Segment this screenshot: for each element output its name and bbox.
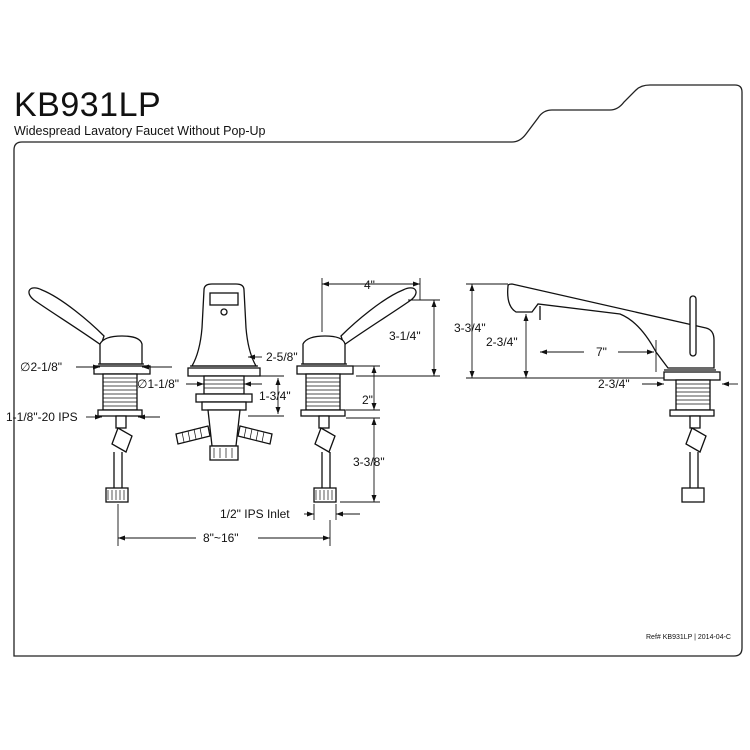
dim-handle-width: 4": [364, 278, 375, 292]
dim-inlet-length: 3-3/8": [353, 455, 385, 469]
dim-spout-height: 3-3/4": [454, 321, 486, 335]
dim-spout-reach: 7": [596, 345, 607, 359]
dim-spout-base-diameter: ∅1-1/8": [137, 377, 179, 391]
dimension-lines: [76, 278, 738, 546]
dim-center-spread: 8"~16": [203, 531, 239, 545]
spout-side-assembly: [507, 283, 721, 503]
dim-shank-length: 2": [362, 393, 373, 407]
dim-handle-diameter: ∅2-1/8": [20, 360, 62, 374]
model-description: Widespread Lavatory Faucet Without Pop-U…: [14, 124, 266, 138]
left-handle-assembly: [28, 287, 151, 503]
spout-front-assembly: [175, 283, 273, 461]
dim-spout-outlet-height: 2-3/4": [486, 335, 518, 349]
dim-handle-height: 3-1/4": [389, 329, 421, 343]
right-handle-assembly: [296, 287, 417, 503]
page-frame: [13, 84, 743, 657]
dim-inlet: 1/2" IPS Inlet: [220, 507, 290, 521]
reference-note: Ref# KB931LP | 2014-04-C: [646, 634, 731, 641]
dim-thread-ips: 1-1/8"-20 IPS: [6, 410, 78, 424]
dim-spout-reach-base: 2-3/4": [598, 377, 630, 391]
model-title: KB931LP: [14, 86, 162, 124]
dim-spout-base-width: 2-5/8": [266, 350, 298, 364]
dim-spout-shank-height: 1-3/4": [259, 389, 291, 403]
